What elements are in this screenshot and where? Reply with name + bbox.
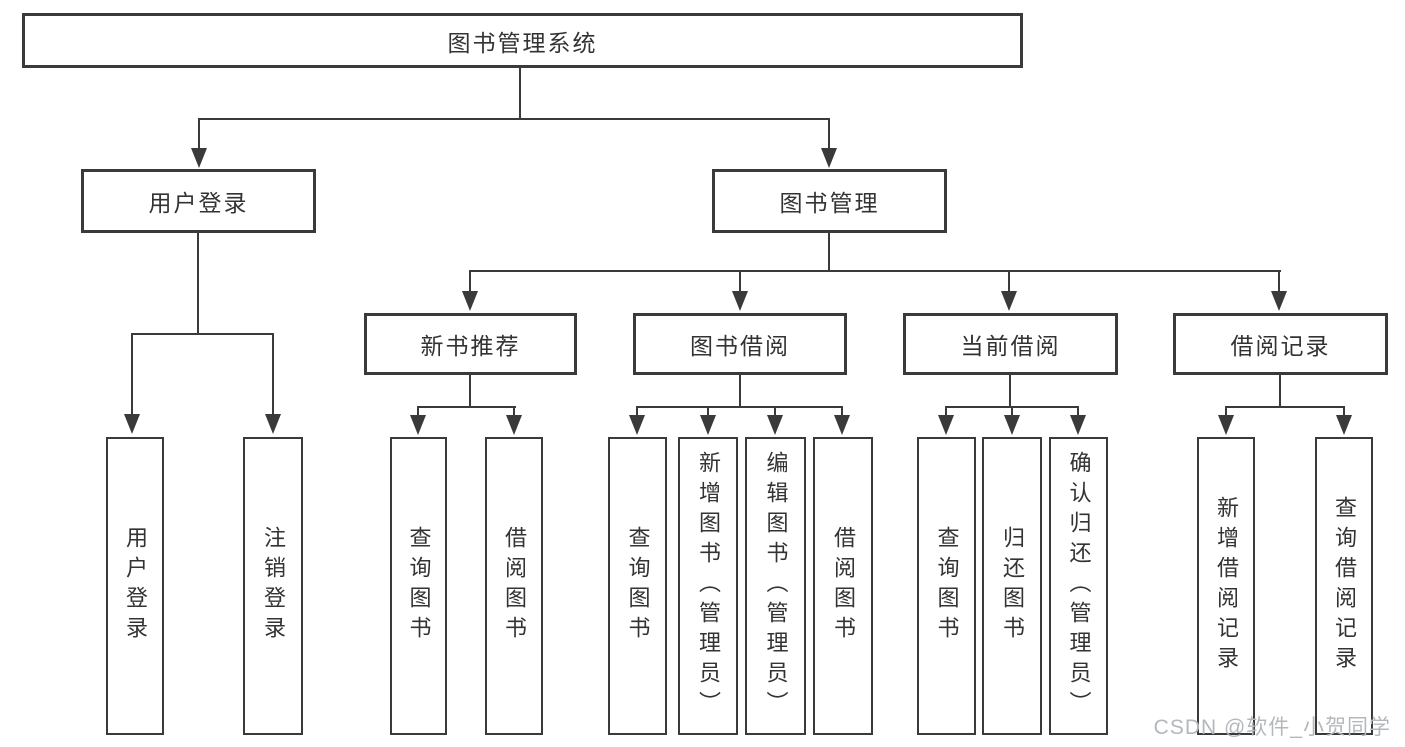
arrow-down-leaf-user-login-icon — [124, 414, 140, 434]
node-root-label: 图书管理系统 — [447, 29, 598, 56]
node-user-login-label: 用户登录 — [148, 190, 249, 216]
leaf-return-books: 归还图书 — [982, 437, 1042, 735]
leaf-add-books-admin: 新增图书（管理员） — [678, 437, 738, 735]
leaf-confirm-return-admin-label: 确认归还（管理员） — [1066, 451, 1092, 721]
arrow-down-borrow-records-icon — [1271, 291, 1287, 311]
arrow-down-leaf-add-books-icon — [700, 415, 716, 435]
leaf-borrow-books: 借阅图书 — [813, 437, 873, 735]
leaf-edit-books-admin: 编辑图书（管理员） — [745, 437, 806, 735]
node-book-borrow: 图书借阅 — [633, 313, 847, 375]
leaf-query-books-recommend-label: 查询图书 — [406, 526, 432, 646]
arrow-down-leaf-query-recommend-icon — [410, 415, 426, 435]
leaf-logout-label: 注销登录 — [261, 526, 286, 646]
leaf-query-borrow-record: 查询借阅记录 — [1315, 437, 1373, 735]
connector-root-drop — [519, 68, 521, 120]
leaf-add-books-admin-label: 新增图书（管理员） — [696, 451, 721, 721]
leaf-borrow-books-recommend-label: 借阅图书 — [502, 526, 527, 646]
node-book-management-label: 图书管理 — [779, 190, 880, 216]
connector-drop-leaf-query-record — [1343, 408, 1345, 416]
arrow-down-book-management-icon — [821, 148, 837, 168]
arrow-down-leaf-query-borrow-icon — [629, 415, 645, 435]
connector-drop-leaf-edit-books — [774, 408, 776, 416]
node-borrow-records-label: 借阅记录 — [1230, 333, 1331, 359]
leaf-return-books-label: 归还图书 — [1000, 526, 1025, 646]
leaf-query-books-borrow-label: 查询图书 — [625, 526, 651, 646]
connector-drop-new-book-recommend — [469, 272, 471, 292]
connector-drop-leaf-borrow-books — [841, 408, 843, 416]
arrow-down-leaf-query-current-icon — [938, 415, 954, 435]
arrow-down-book-borrow-icon — [732, 291, 748, 311]
arrow-down-current-borrow-icon — [1001, 291, 1017, 311]
node-book-borrow-label: 图书借阅 — [690, 333, 790, 359]
arrow-down-leaf-edit-books-icon — [767, 415, 783, 435]
arrow-down-leaf-return-books-icon — [1004, 415, 1020, 435]
leaf-query-books-recommend: 查询图书 — [390, 437, 447, 735]
leaf-confirm-return-admin: 确认归还（管理员） — [1049, 437, 1108, 735]
leaf-user-login: 用户登录 — [106, 437, 164, 735]
connector-drop-leaf-query-current — [945, 408, 947, 416]
connector-drop-current-borrow — [1008, 272, 1010, 292]
leaf-query-books-current-label: 查询图书 — [934, 526, 960, 646]
connector-drop-borrow-records — [1278, 272, 1280, 292]
leaf-edit-books-admin-label: 编辑图书（管理员） — [763, 451, 789, 721]
connector-drop-leaf-query-recommend — [417, 408, 419, 416]
leaf-logout: 注销登录 — [243, 437, 303, 735]
connector-level3-bar — [469, 270, 1281, 272]
connector-drop-leaf-user-login — [131, 335, 133, 415]
connector-drop-leaf-logout — [272, 335, 274, 415]
arrow-down-leaf-borrow-recommend-icon — [506, 415, 522, 435]
leaf-borrow-books-label: 借阅图书 — [831, 526, 856, 646]
connector-drop-leaf-borrow-recommend — [513, 408, 515, 416]
connector-new-book-recommend-drop — [469, 375, 471, 407]
connector-new-book-recommend-bar — [417, 406, 516, 408]
node-book-management: 图书管理 — [712, 169, 947, 233]
connector-drop-user-login — [198, 120, 200, 150]
leaf-query-borrow-record-label: 查询借阅记录 — [1332, 496, 1357, 676]
connector-user-login-drop — [197, 233, 199, 334]
connector-book-borrow-drop — [739, 375, 741, 407]
leaf-borrow-books-recommend: 借阅图书 — [485, 437, 543, 735]
connector-drop-book-borrow — [739, 272, 741, 292]
node-current-borrow: 当前借阅 — [903, 313, 1118, 375]
connector-drop-leaf-confirm-return — [1077, 408, 1079, 416]
csdn-watermark: CSDN @软件_小贺同学 — [1153, 716, 1391, 739]
node-borrow-records: 借阅记录 — [1173, 313, 1388, 375]
arrow-down-user-login-icon — [191, 148, 207, 168]
connector-drop-book-management — [828, 120, 830, 150]
connector-borrow-records-bar — [1225, 406, 1345, 408]
leaf-user-login-label: 用户登录 — [123, 526, 148, 646]
arrow-down-new-book-recommend-icon — [462, 291, 478, 311]
connector-borrow-records-drop — [1279, 375, 1281, 407]
connector-book-management-drop — [828, 233, 830, 271]
arrow-down-leaf-confirm-return-icon — [1070, 415, 1086, 435]
node-new-book-recommend-label: 新书推荐 — [420, 333, 521, 359]
connector-current-borrow-bar — [945, 406, 1079, 408]
connector-level2-bar — [198, 118, 830, 120]
connector-drop-leaf-add-record — [1225, 408, 1227, 416]
arrow-down-leaf-query-record-icon — [1336, 415, 1352, 435]
leaf-add-borrow-record-label: 新增借阅记录 — [1214, 496, 1239, 676]
leaf-query-books-borrow: 查询图书 — [608, 437, 667, 735]
arrow-down-leaf-logout-icon — [265, 414, 281, 434]
connector-user-login-bar — [131, 333, 274, 335]
connector-book-borrow-bar — [636, 406, 843, 408]
connector-current-borrow-drop — [1009, 375, 1011, 407]
arrow-down-leaf-borrow-books-icon — [834, 415, 850, 435]
node-user-login: 用户登录 — [81, 169, 316, 233]
leaf-query-books-current: 查询图书 — [917, 437, 976, 735]
node-current-borrow-label: 当前借阅 — [960, 333, 1061, 359]
connector-drop-leaf-return-books — [1011, 408, 1013, 416]
node-new-book-recommend: 新书推荐 — [364, 313, 577, 375]
connector-drop-leaf-add-books — [707, 408, 709, 416]
node-root-system: 图书管理系统 — [22, 13, 1023, 68]
connector-drop-leaf-query-borrow — [636, 408, 638, 416]
leaf-add-borrow-record: 新增借阅记录 — [1197, 437, 1255, 735]
arrow-down-leaf-add-record-icon — [1218, 415, 1234, 435]
